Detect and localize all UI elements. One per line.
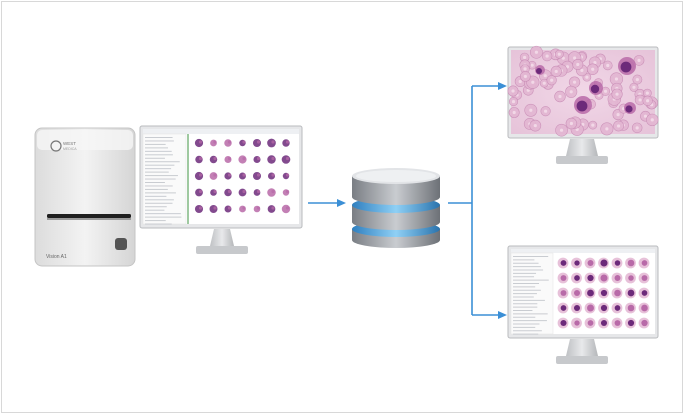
database-icon (352, 168, 440, 248)
scanner-model-label: Vision A1 (46, 254, 67, 260)
arrow-head-top (498, 82, 507, 90)
blood-smear-image (507, 45, 659, 137)
cell-gallery-grid (194, 138, 291, 214)
arrow-to-database (308, 199, 346, 207)
arrow-branch (448, 82, 507, 319)
arrow-head-bottom (498, 311, 507, 319)
monitor-icon (507, 245, 659, 364)
scanner-device-icon: WEST MEDICA Vision A1 (34, 127, 136, 267)
monitor-icon (507, 45, 659, 164)
gallery-left-panel (142, 133, 187, 225)
scanner-logo-text: WEST (63, 141, 76, 146)
cell-analysis-grid (557, 257, 650, 329)
scanner-logo-subtext: MEDICA (63, 147, 77, 151)
monitor-icon (139, 125, 303, 254)
